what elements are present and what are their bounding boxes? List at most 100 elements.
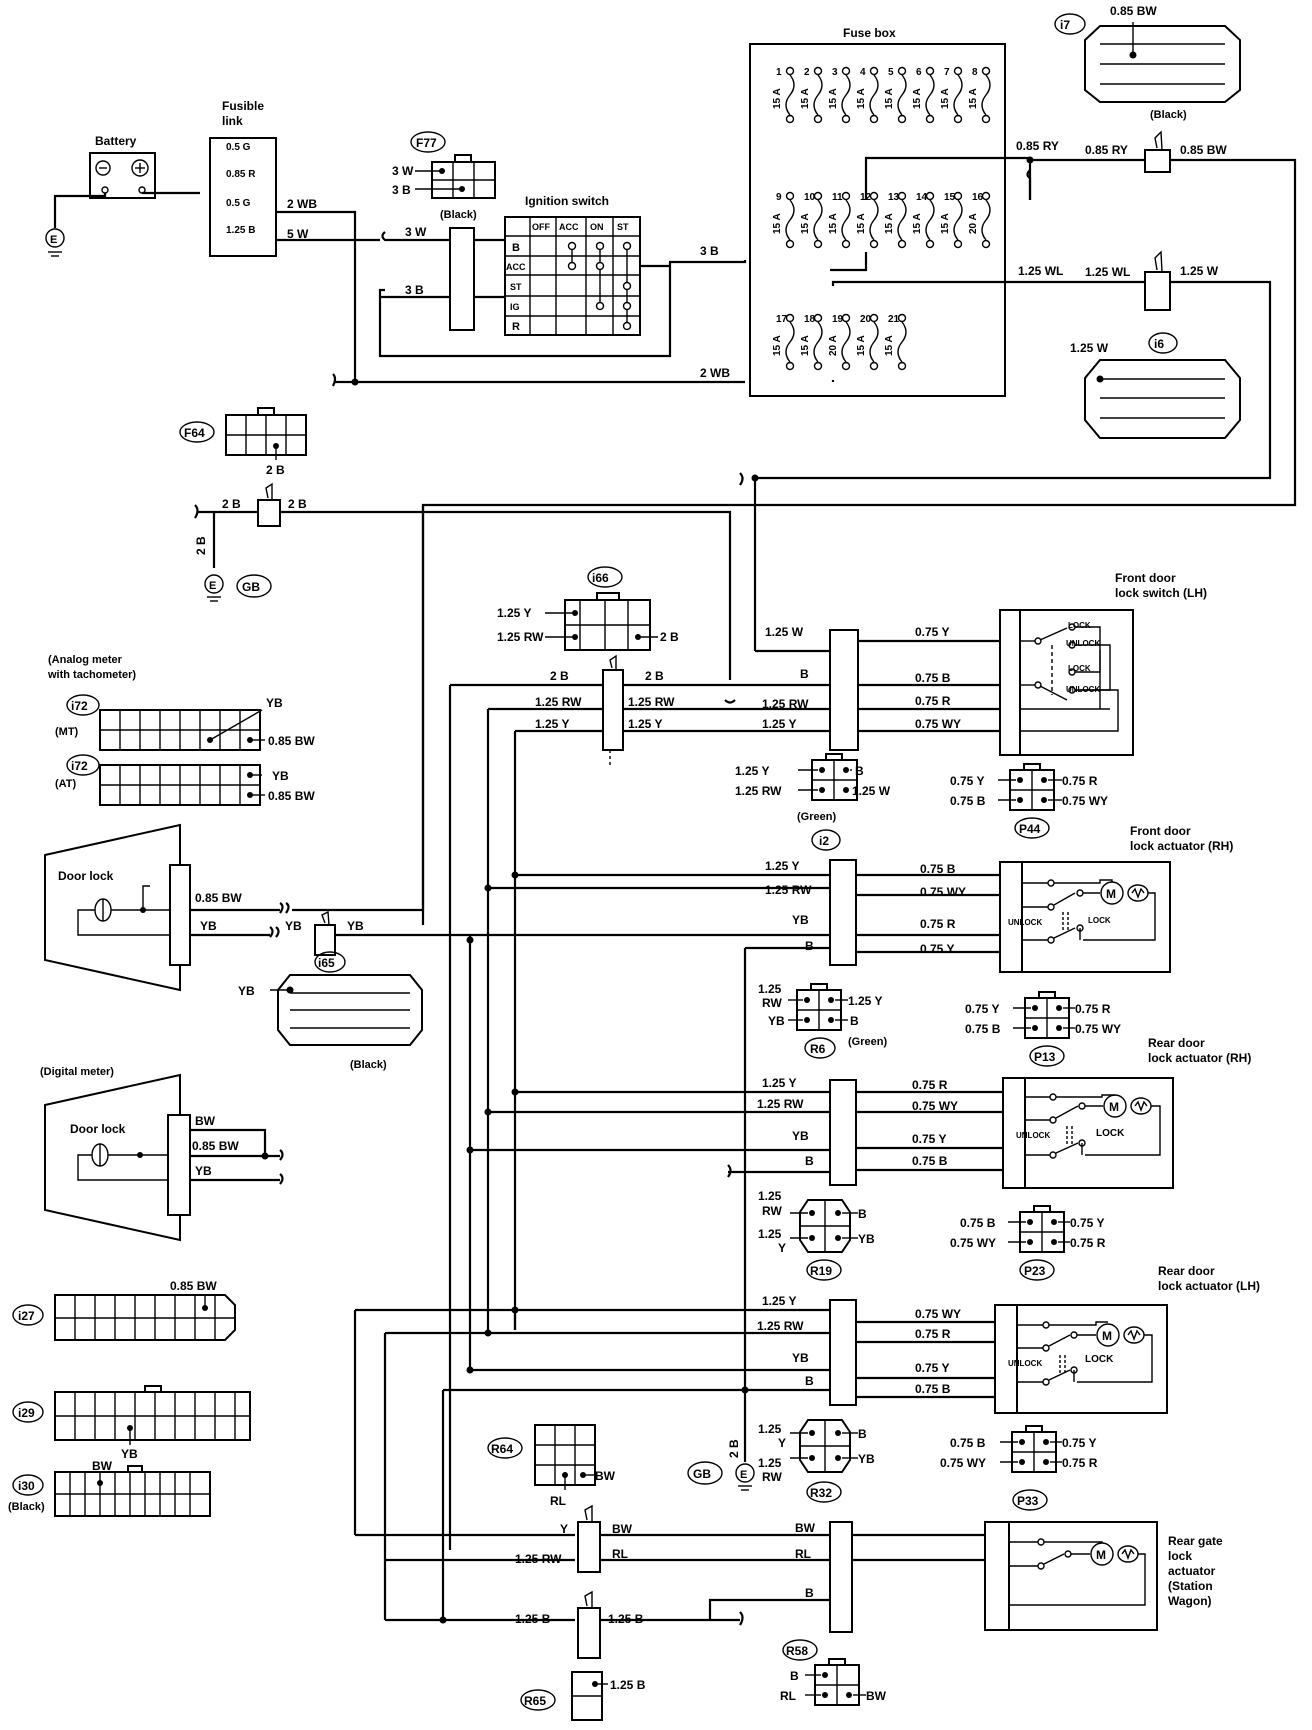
svg-text:i6: i6 [1154, 337, 1164, 351]
svg-text:YB: YB [285, 919, 302, 933]
fuse-rating: 15 A [800, 213, 811, 234]
svg-text:0.75 R: 0.75 R [1075, 1002, 1111, 1016]
svg-text:1.25: 1.25 [758, 982, 782, 996]
svg-text:0.75 R: 0.75 R [920, 917, 956, 931]
svg-text:1.25 RW: 1.25 RW [515, 1552, 562, 1566]
fuse-rating: 20 A [828, 335, 839, 356]
fuse-number: 13 [888, 192, 900, 203]
fuse-box-label: Fuse box [843, 26, 896, 40]
fuse-9: 915 A [772, 191, 795, 249]
svg-text:RL: RL [780, 1689, 796, 1703]
connector-r32: 1.25 Y 1.25 RW B YB R32 [758, 1419, 875, 1503]
fuse-rating: 15 A [800, 335, 811, 356]
fuse-3: 315 A [828, 66, 851, 124]
svg-text:3 B: 3 B [392, 183, 411, 197]
svg-text:YB: YB [858, 1232, 875, 1246]
svg-text:M: M [1106, 887, 1116, 901]
svg-text:0.75 B: 0.75 B [915, 671, 951, 685]
svg-text:0.75 WY: 0.75 WY [912, 1099, 958, 1113]
svg-text:YB: YB [238, 984, 255, 998]
svg-text:0.85 BW: 0.85 BW [268, 734, 315, 748]
fuse-rating: 15 A [884, 213, 895, 234]
svg-text:1.25 Y: 1.25 Y [535, 717, 569, 731]
svg-text:YB: YB [195, 1164, 212, 1178]
svg-text:RW: RW [762, 1470, 782, 1484]
fuse-rating: 15 A [856, 88, 867, 109]
fuse-i7 [1144, 130, 1171, 173]
svg-text:0.85 RY: 0.85 RY [1085, 143, 1128, 157]
svg-text:YB: YB [272, 769, 289, 783]
svg-text:0.75 Y: 0.75 Y [1062, 1436, 1096, 1450]
svg-text:RW: RW [762, 1204, 782, 1218]
gb-ground-top: E GB [204, 574, 272, 602]
svg-text:0.75 B: 0.75 B [920, 862, 956, 876]
fuse-number: 17 [776, 314, 788, 325]
fuse-number: 20 [860, 314, 872, 325]
svg-text:Door lock: Door lock [58, 869, 114, 883]
svg-text:F77: F77 [416, 136, 437, 150]
svg-text:2 B: 2 B [222, 497, 241, 511]
svg-text:ON: ON [590, 222, 604, 232]
fuse-number: 16 [972, 192, 984, 203]
svg-text:Y: Y [778, 1241, 786, 1255]
svg-text:ST: ST [510, 282, 522, 292]
svg-text:YB: YB [266, 696, 283, 710]
svg-text:M: M [1102, 1329, 1112, 1343]
connector-p23: 0.75 B 0.75 WY 0.75 Y 0.75 R P23 [950, 1205, 1106, 1281]
fuse-rating: 15 A [772, 335, 783, 356]
svg-text:LOCK: LOCK [1068, 621, 1091, 630]
svg-text:LOCK: LOCK [1096, 1128, 1125, 1139]
svg-text:0.85 BW: 0.85 BW [268, 789, 315, 803]
svg-text:0.75 B: 0.75 B [912, 1154, 948, 1168]
svg-text:(Green): (Green) [848, 1036, 887, 1048]
svg-text:(Black): (Black) [8, 1501, 45, 1513]
fuse-17: 17 15 A [772, 313, 795, 371]
fuse-number: 19 [832, 314, 844, 325]
svg-text:0.85 R: 0.85 R [226, 169, 256, 180]
svg-text:UNLOCK: UNLOCK [1008, 1359, 1042, 1368]
fuse-13: 13 15 A [884, 191, 907, 249]
svg-text:R58: R58 [786, 1644, 808, 1658]
fuse-number: 11 [832, 192, 843, 203]
svg-text:i66: i66 [592, 571, 609, 585]
svg-text:i29: i29 [18, 1406, 35, 1420]
svg-text:0.85 BW: 0.85 BW [192, 1139, 239, 1153]
svg-text:UNLOCK: UNLOCK [1016, 1131, 1050, 1140]
fuse-19: 19 20 A [828, 313, 851, 371]
svg-text:E: E [740, 1469, 747, 1481]
svg-text:B: B [850, 1014, 859, 1028]
fuse-6: 615 A [912, 66, 935, 124]
svg-text:(MT): (MT) [55, 726, 79, 738]
svg-text:1.25 Y: 1.25 Y [762, 1294, 796, 1308]
svg-text:2 WB: 2 WB [700, 366, 730, 380]
connector-i29: i29 YB [12, 1385, 251, 1461]
connector-p13: 0.75 Y 0.75 B 0.75 R 0.75 WY P13 [965, 991, 1121, 1067]
svg-text:0.75 B: 0.75 B [965, 1022, 1001, 1036]
svg-text:2 B: 2 B [288, 497, 307, 511]
door-lock-analog: Door lock [44, 823, 191, 992]
svg-text:B: B [805, 1586, 814, 1600]
svg-text:i2: i2 [819, 834, 829, 848]
svg-text:1.25 B: 1.25 B [610, 1678, 646, 1692]
fuse-rating: 15 A [968, 88, 979, 109]
svg-text:1.25 Y: 1.25 Y [765, 859, 799, 873]
fuse-rating: 15 A [884, 88, 895, 109]
svg-text:0.75 WY: 0.75 WY [1075, 1022, 1121, 1036]
svg-text:2 B: 2 B [645, 669, 664, 683]
fuse-rating: 15 A [912, 88, 923, 109]
fuse-4: 415 A [856, 66, 879, 124]
ignition-switch-table: OFF ACC ON ST B ACC ST IG R [504, 216, 641, 336]
fuse-number: 10 [804, 192, 816, 203]
svg-text:0.75 Y: 0.75 Y [920, 942, 954, 956]
